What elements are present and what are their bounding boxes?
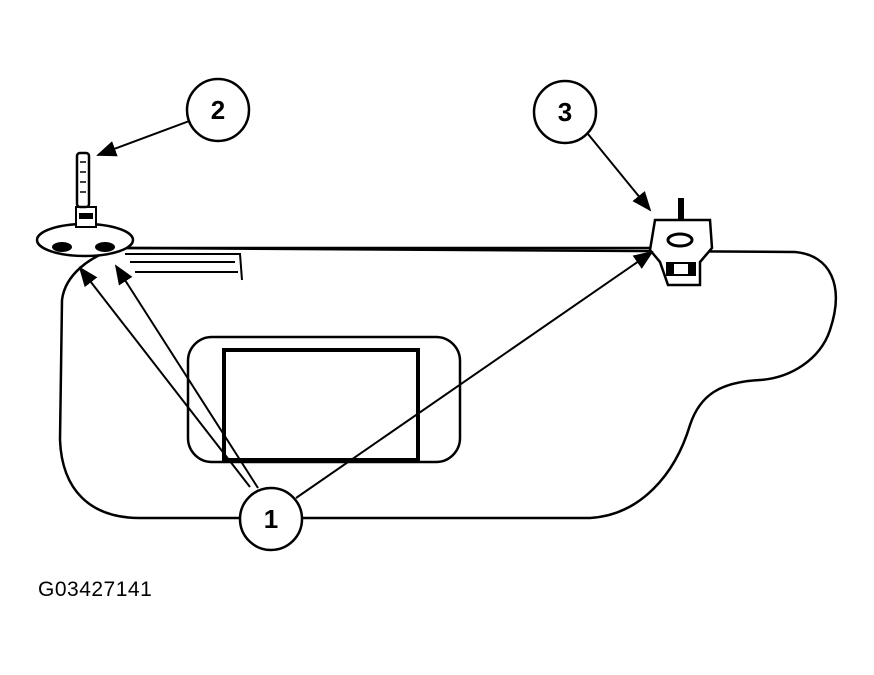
visor-body bbox=[58, 246, 838, 520]
figure-id: G03427141 bbox=[38, 578, 153, 601]
callout-2-number: 2 bbox=[211, 95, 225, 125]
callout-3-leader bbox=[587, 133, 652, 212]
mirror-glass bbox=[222, 348, 420, 462]
callout-2-leader bbox=[96, 119, 193, 157]
left-pivot-bracket bbox=[35, 206, 135, 258]
callout-1-number: 1 bbox=[264, 504, 278, 534]
callout-3: 3 bbox=[532, 79, 598, 145]
pivot-screw bbox=[75, 151, 91, 209]
visor-rod-sleeve bbox=[125, 253, 243, 281]
callout-3-number: 3 bbox=[558, 97, 572, 127]
callout-2: 2 bbox=[185, 77, 251, 143]
callout-1: 1 bbox=[238, 486, 304, 552]
callout-1-leaders bbox=[78, 250, 654, 499]
retainer-clip bbox=[648, 198, 714, 287]
